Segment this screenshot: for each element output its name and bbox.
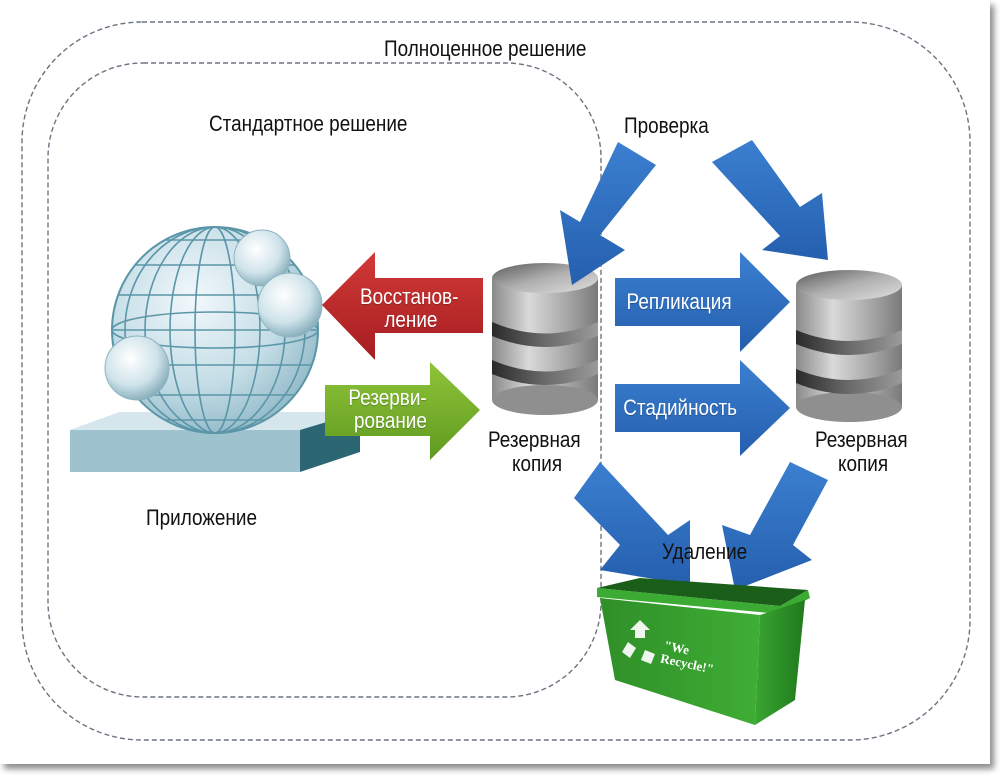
verification-arrow-left	[560, 142, 656, 285]
backup-primary-label-line1: Резервная	[488, 427, 581, 452]
staging-arrow-label: Стадийность	[623, 395, 738, 420]
restore-arrow-label-line2: ление	[384, 307, 438, 332]
backup-primary-database-icon	[492, 263, 598, 415]
verification-label: Проверка	[624, 113, 709, 138]
deletion-arrow-right	[722, 462, 828, 590]
recycle-bin-icon	[597, 578, 810, 725]
backup-arrow	[325, 362, 480, 460]
backup-secondary-label-line1: Резервная	[815, 427, 908, 452]
staging-arrow	[615, 360, 790, 456]
backup-arrow-label-line1: Резерви-	[348, 385, 427, 410]
standard-solution-label: Стандартное решение	[209, 111, 408, 136]
replication-arrow	[615, 252, 790, 352]
backup-arrow-label-line2: рование	[353, 408, 427, 433]
full-solution-label: Полноценное решение	[384, 36, 587, 61]
restore-arrow	[322, 252, 483, 360]
restore-arrow-label-line1: Восстанов-	[360, 284, 459, 309]
backup-secondary-database-icon	[796, 270, 902, 422]
full-solution-region	[21, 21, 971, 741]
deletion-label: Удаление	[662, 539, 748, 564]
backup-secondary-label-line2: копия	[838, 451, 889, 476]
deletion-arrow-left	[574, 462, 690, 585]
replication-arrow-label: Репликация	[626, 289, 732, 314]
application-label: Приложение	[146, 505, 257, 530]
backup-primary-label-line2: копия	[512, 451, 563, 476]
verification-arrow-right	[712, 140, 828, 260]
application-icon	[70, 226, 360, 472]
